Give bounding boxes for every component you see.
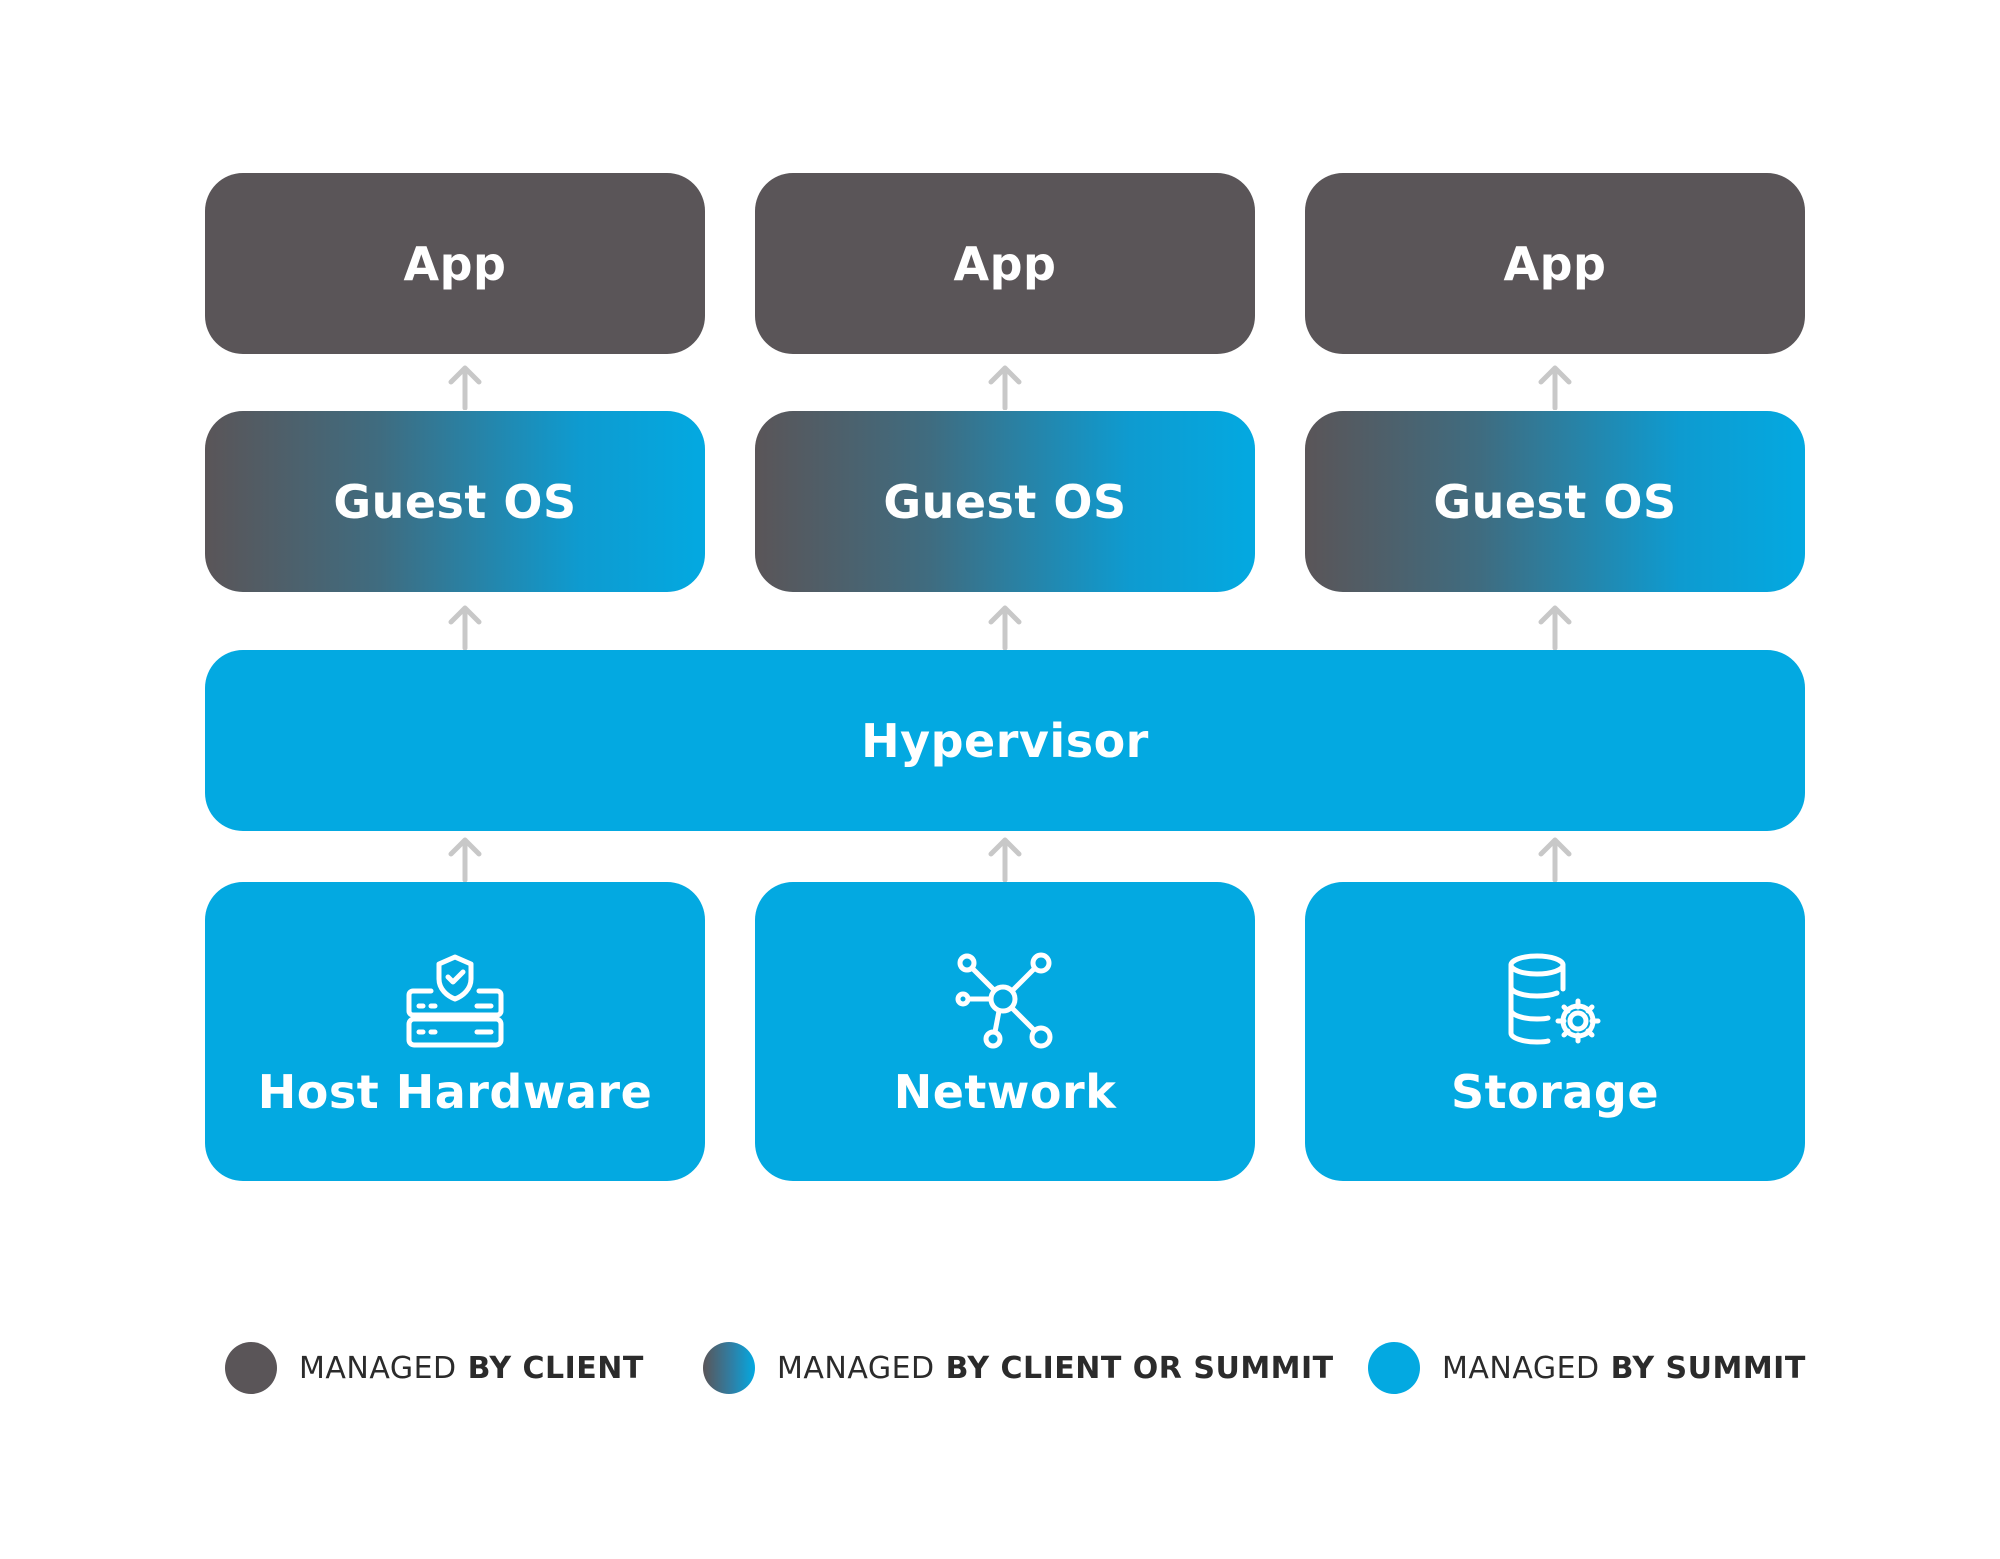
hypervisor-label: Hypervisor: [861, 713, 1149, 768]
up-arrow-icon: [448, 837, 482, 882]
up-arrow-icon: [448, 605, 482, 650]
guest-os-label: Guest OS: [1433, 474, 1677, 529]
legend-swatch-summit: [1368, 1342, 1420, 1394]
hypervisor-box: Hypervisor: [205, 650, 1805, 831]
legend-label: MANAGED BY CLIENT: [299, 1350, 644, 1386]
app-label: App: [403, 236, 507, 291]
storage-box: Storage: [1305, 882, 1805, 1181]
up-arrow-icon: [988, 365, 1022, 410]
app-label: App: [953, 236, 1057, 291]
up-arrow-icon: [448, 365, 482, 410]
legend-item-client-or-summit: MANAGED BY CLIENT OR SUMMIT: [703, 1340, 1334, 1396]
up-arrow-icon: [988, 605, 1022, 650]
storage-label: Storage: [1450, 1064, 1660, 1119]
host-hardware-label: Host Hardware: [257, 1064, 653, 1119]
guest-os-box-3: Guest OS: [1305, 411, 1805, 592]
host-hardware-box: Host Hardware: [205, 882, 705, 1181]
guest-os-box-2: Guest OS: [755, 411, 1255, 592]
network-box: Network: [755, 882, 1255, 1181]
up-arrow-icon: [1538, 605, 1572, 650]
legend-swatch-client: [225, 1342, 277, 1394]
network-label: Network: [893, 1064, 1117, 1119]
legend-item-client: MANAGED BY CLIENT: [225, 1340, 644, 1396]
legend-item-summit: MANAGED BY SUMMIT: [1368, 1340, 1806, 1396]
legend-label: MANAGED BY CLIENT OR SUMMIT: [777, 1350, 1334, 1386]
up-arrow-icon: [1538, 837, 1572, 882]
app-box-3: App: [1305, 173, 1805, 354]
database-gear-icon: [1508, 953, 1601, 1044]
guest-os-label: Guest OS: [333, 474, 577, 529]
network-nodes-icon: [955, 952, 1053, 1048]
up-arrow-icon: [988, 837, 1022, 882]
app-label: App: [1503, 236, 1607, 291]
app-box-2: App: [755, 173, 1255, 354]
up-arrow-icon: [1538, 365, 1572, 410]
server-shield-icon: [406, 954, 504, 1047]
guest-os-box-1: Guest OS: [205, 411, 705, 592]
legend-label: MANAGED BY SUMMIT: [1442, 1350, 1806, 1386]
legend: MANAGED BY CLIENT MANAGED BY CLIENT OR S…: [0, 1340, 2000, 1396]
guest-os-label: Guest OS: [883, 474, 1127, 529]
app-box-1: App: [205, 173, 705, 354]
legend-swatch-client-or-summit: [703, 1342, 755, 1394]
